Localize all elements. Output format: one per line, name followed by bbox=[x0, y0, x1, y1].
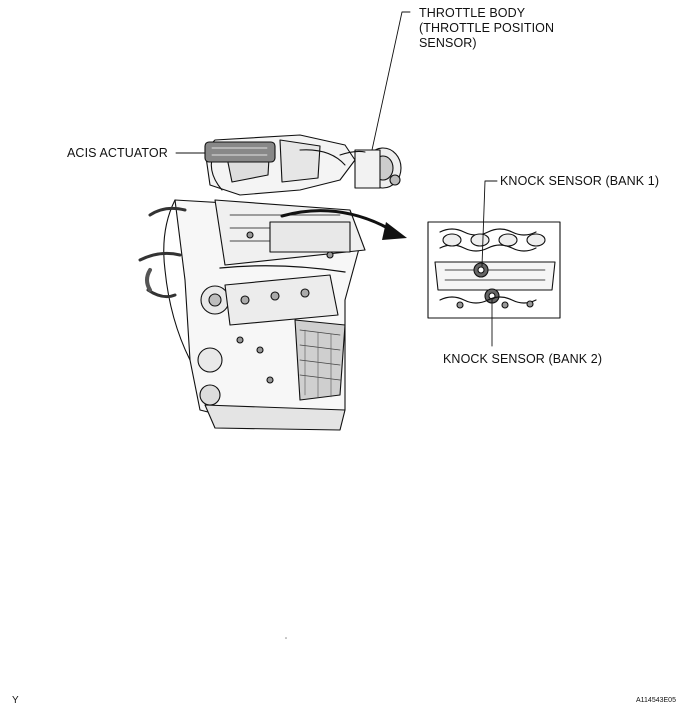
bank1-leader bbox=[481, 180, 498, 267]
detail-arrow bbox=[280, 209, 397, 234]
figure-id: A114543E05 bbox=[636, 697, 676, 704]
knock-sensor-bank1-part bbox=[473, 262, 489, 278]
acis-actuator-label: ACIS ACTUATOR bbox=[67, 146, 168, 160]
engine-assembly bbox=[138, 134, 402, 431]
knock-sensor-bank1-label: KNOCK SENSOR (BANK 1) bbox=[500, 174, 660, 188]
corner-mark: Y bbox=[12, 695, 19, 706]
throttle-leader bbox=[371, 11, 411, 151]
detail-view bbox=[427, 221, 561, 319]
throttle-body-label: THROTTLE BODY bbox=[419, 6, 526, 20]
acis-actuator-part bbox=[204, 141, 276, 163]
throttle-body-label-line2: (THROTTLE POSITION bbox=[419, 21, 555, 35]
throttle-body-label-line3: SENSOR) bbox=[419, 36, 477, 50]
knock-sensor-bank2-label: KNOCK SENSOR (BANK 2) bbox=[443, 352, 603, 366]
throttle-body-part bbox=[339, 147, 402, 189]
